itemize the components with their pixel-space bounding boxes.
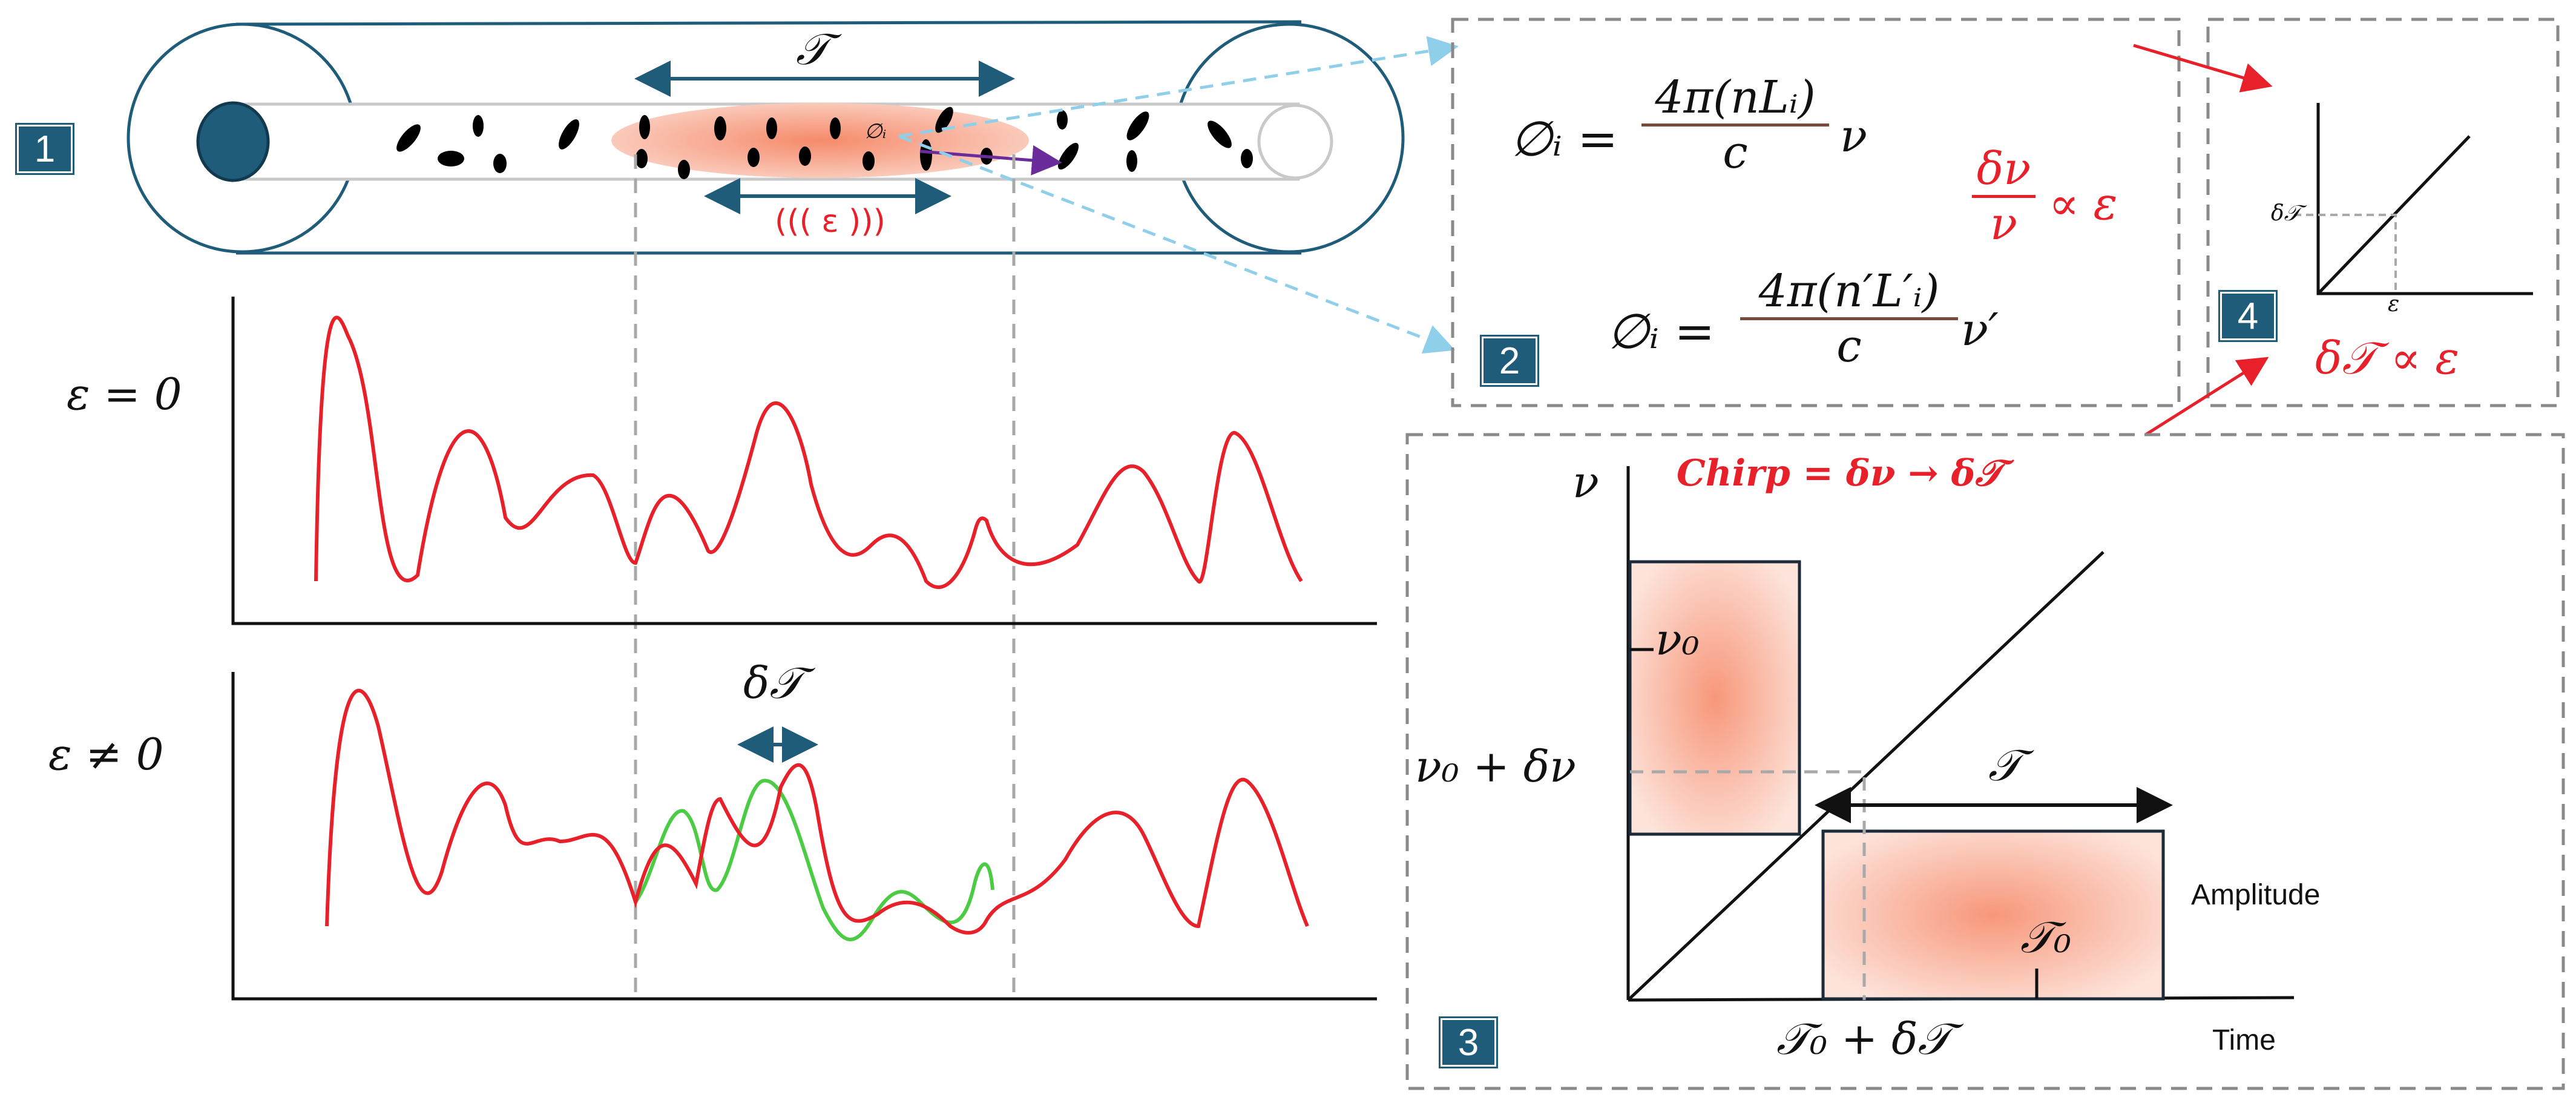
pulse-length-label: 𝒯 xyxy=(1988,740,2022,791)
trace-unstrained xyxy=(314,315,1303,590)
eq2-numerator: 4π(n′L′ᵢ) xyxy=(1758,265,1940,317)
panel3-plot xyxy=(1626,466,2295,1002)
dT-tick-label: δ𝒯 xyxy=(2271,201,2301,226)
panel2-frame xyxy=(1451,18,2181,407)
eq2-lhs: ∅ᵢ = xyxy=(1607,303,1715,360)
eq1-lhs: ∅ᵢ = xyxy=(1510,111,1618,167)
strained-section xyxy=(611,103,1029,178)
ratio-tail: ∝ ε xyxy=(2049,178,2118,230)
ratio-fraction: δν ν xyxy=(1972,143,2036,250)
fiber-cable xyxy=(126,20,1405,255)
pointer-lines xyxy=(898,36,1459,354)
phase-label: ∅ᵢ xyxy=(864,119,887,143)
eq1-tail: ν xyxy=(1840,110,1867,162)
ratio-denominator: ν xyxy=(1990,198,2017,250)
nu0-label: ν₀ xyxy=(1655,614,1700,665)
time-label: Time xyxy=(2212,1024,2276,1056)
eps-tick-label: ε xyxy=(2388,292,2400,317)
panel4-relation: δ𝒯 ∝ ε xyxy=(2315,332,2460,384)
eq1-numerator: 4π(nLᵢ) xyxy=(1655,71,1816,123)
t0-dt-label: 𝒯₀ + δ𝒯 xyxy=(1776,1013,1951,1064)
trace-top-label: ε = 0 xyxy=(67,369,182,420)
scatterers xyxy=(396,107,1253,179)
fiber-output-end xyxy=(1257,104,1333,180)
amplitude-label: Amplitude xyxy=(2191,879,2321,911)
eq1-denominator: c xyxy=(1723,127,1748,179)
frequency-pulse xyxy=(1628,560,1801,836)
fiber-input-end xyxy=(196,101,270,182)
eq1-fraction: 4π(nLᵢ) c xyxy=(1641,71,1829,179)
eq2-tail: ν′ xyxy=(1961,304,1999,356)
shift-label: δ𝒯 xyxy=(743,657,803,708)
trace-axes xyxy=(231,297,1377,1001)
ratio-numerator: δν xyxy=(1976,143,2031,195)
badge-3: 3 xyxy=(1439,1016,1498,1068)
panel4-plot xyxy=(2294,103,2533,295)
t0-label: 𝒯₀ xyxy=(2020,912,2072,963)
time-pulse xyxy=(1821,829,2165,1001)
badge-2: 2 xyxy=(1480,335,1539,387)
eq2-fraction: 4π(n′L′ᵢ) c xyxy=(1740,265,1958,372)
panel4-frame xyxy=(2206,18,2560,407)
badge-4: 4 xyxy=(2218,290,2278,342)
chirp-title: Chirp = δν → δ𝒯 xyxy=(1677,452,2003,495)
eq2-denominator: c xyxy=(1836,320,1862,372)
trace-strained-red xyxy=(325,688,1309,935)
nu0-dnu-label: ν₀ + δν xyxy=(1415,741,1576,792)
trace-bottom-label: ε ≠ 0 xyxy=(48,729,164,780)
trace-strained-green xyxy=(634,778,994,941)
guide-lines xyxy=(634,154,1016,1000)
axis-nu: ν xyxy=(1572,456,1599,507)
span-label: 𝒯 xyxy=(796,24,830,74)
panel3-frame xyxy=(1405,433,2565,1090)
strain-label: ((( ε ))) xyxy=(775,203,886,240)
badge-1: 1 xyxy=(15,123,74,175)
panel4-out-arrow xyxy=(2144,357,2269,436)
panel4-in-arrow xyxy=(2133,44,2273,93)
